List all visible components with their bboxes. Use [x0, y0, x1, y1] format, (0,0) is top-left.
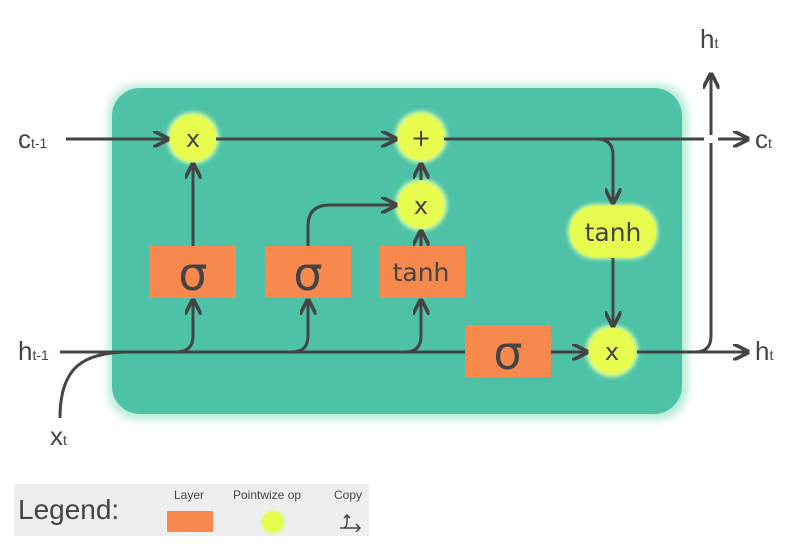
tanh-op-label: tanh: [585, 218, 642, 247]
legend-title: Legend:: [18, 494, 120, 525]
add-label: +: [411, 124, 431, 152]
tanh-op: [570, 206, 656, 257]
input-mult-op: [398, 182, 444, 228]
input-gate-label: σ: [293, 247, 322, 301]
h-prev-label: ht-1: [18, 336, 49, 366]
output-gate-label: σ: [493, 326, 522, 380]
pointwise-ops: [167, 111, 658, 377]
legend-pointwise-swatch: [262, 511, 284, 533]
legend-pointwise-label: Pointwize op: [233, 488, 302, 502]
forget-gate-label: σ: [178, 247, 207, 301]
legend-copy-label: Copy: [334, 488, 363, 502]
copy-arrow-icon: [340, 513, 362, 532]
output-mult-label: x: [605, 338, 619, 366]
candidate-label: tanh: [393, 258, 450, 287]
forget-mult-label: x: [186, 125, 200, 153]
legend: Legend: Layer Pointwize op Copy: [14, 484, 369, 536]
connections: [58, 74, 748, 419]
line-gap: [704, 135, 718, 143]
c-prev-label: ct-1: [18, 124, 48, 154]
output-gate-layer: [465, 325, 551, 377]
output-mult-op: [589, 328, 635, 374]
legend-layer-swatch: [167, 511, 213, 532]
legend-layer-label: Layer: [174, 488, 205, 502]
input-mult-label: x: [414, 192, 428, 220]
forget-mult-op: [170, 115, 216, 161]
forget-gate-layer: [150, 246, 236, 298]
c-out-label: ct: [755, 124, 772, 154]
x-input-label: xt: [50, 421, 67, 451]
candidate-layer: [379, 246, 465, 298]
h-out-right-label: ht: [755, 336, 773, 366]
add-op: [398, 114, 444, 160]
h-out-top-label: ht: [700, 24, 718, 54]
input-gate-layer: [265, 246, 351, 298]
